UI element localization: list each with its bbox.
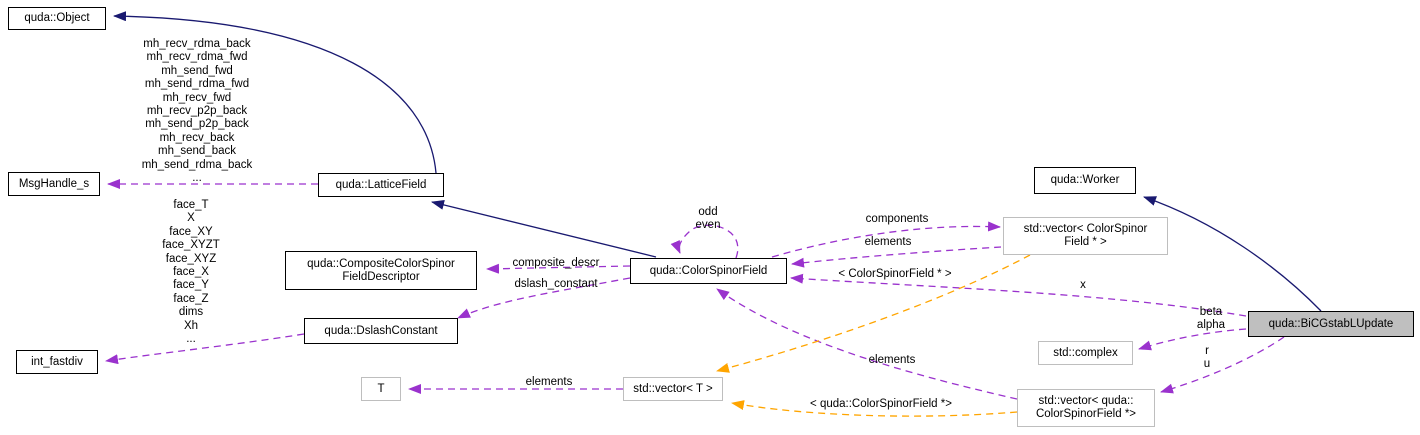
edge-label-template-colorspinorfield: < ColorSpinorField * > [838, 268, 952, 280]
node-quda-bicgstablupdate: quda::BiCGstabLUpdate [1248, 311, 1414, 337]
edge-bicg-to-complex [1138, 328, 1247, 351]
edge-bicg-to-vector-quda [1160, 336, 1285, 394]
edge-label-dslash-constant: dslash_constant [514, 278, 598, 290]
edge-bicg-to-worker [1143, 196, 1322, 312]
edge-label-msghandle-members: mh_recv_rdma_back mh_recv_rdma_fwd mh_se… [141, 38, 253, 185]
node-msghandle-s[interactable]: MsgHandle_s [8, 172, 100, 196]
edge-label-template-quda-colorspinorfield: < quda::ColorSpinorField *> [810, 398, 952, 410]
node-quda-compositecolorspinorfielddescriptor[interactable]: quda::CompositeColorSpinor FieldDescript… [285, 251, 477, 290]
edge-label-r-u: r u [1203, 345, 1211, 371]
edge-label-elements-bottom: elements [868, 354, 916, 366]
node-int-fastdiv[interactable]: int_fastdiv [16, 350, 98, 374]
edge-label-composite-descr: composite_descr [512, 257, 600, 269]
node-std-vector-t: std::vector< T > [623, 377, 723, 401]
node-std-vector-quda-colorspinorfield: std::vector< quda:: ColorSpinorField *> [1017, 389, 1155, 427]
edge-label-elements-t: elements [525, 376, 573, 388]
edge-label-odd-even: odd even [695, 206, 721, 232]
edge-vector-to-csf [791, 246, 1002, 268]
node-quda-colorspinorfield[interactable]: quda::ColorSpinorField [630, 258, 787, 284]
node-t: T [361, 377, 401, 401]
node-std-vector-colorspinorfield: std::vector< ColorSpinor Field * > [1003, 217, 1168, 255]
node-std-complex: std::complex [1038, 341, 1133, 365]
edge-label-beta-alpha: beta alpha [1196, 306, 1226, 332]
edge-bicg-to-csf [790, 273, 1247, 317]
edge-vector-quda-to-csf [716, 288, 1018, 400]
edge-label-intfastdiv-members: face_T X face_XY face_XYZT face_XYZ face… [162, 199, 220, 346]
edge-label-x: x [1080, 279, 1086, 291]
node-quda-worker[interactable]: quda::Worker [1034, 167, 1136, 194]
node-quda-dslashconstant[interactable]: quda::DslashConstant [304, 318, 458, 344]
edge-label-components: components [865, 213, 929, 225]
edge-label-elements-top: elements [864, 236, 912, 248]
node-quda-latticefield[interactable]: quda::LatticeField [318, 173, 444, 197]
edge-csf-to-lattice [431, 200, 657, 258]
node-quda-object[interactable]: quda::Object [8, 7, 106, 30]
